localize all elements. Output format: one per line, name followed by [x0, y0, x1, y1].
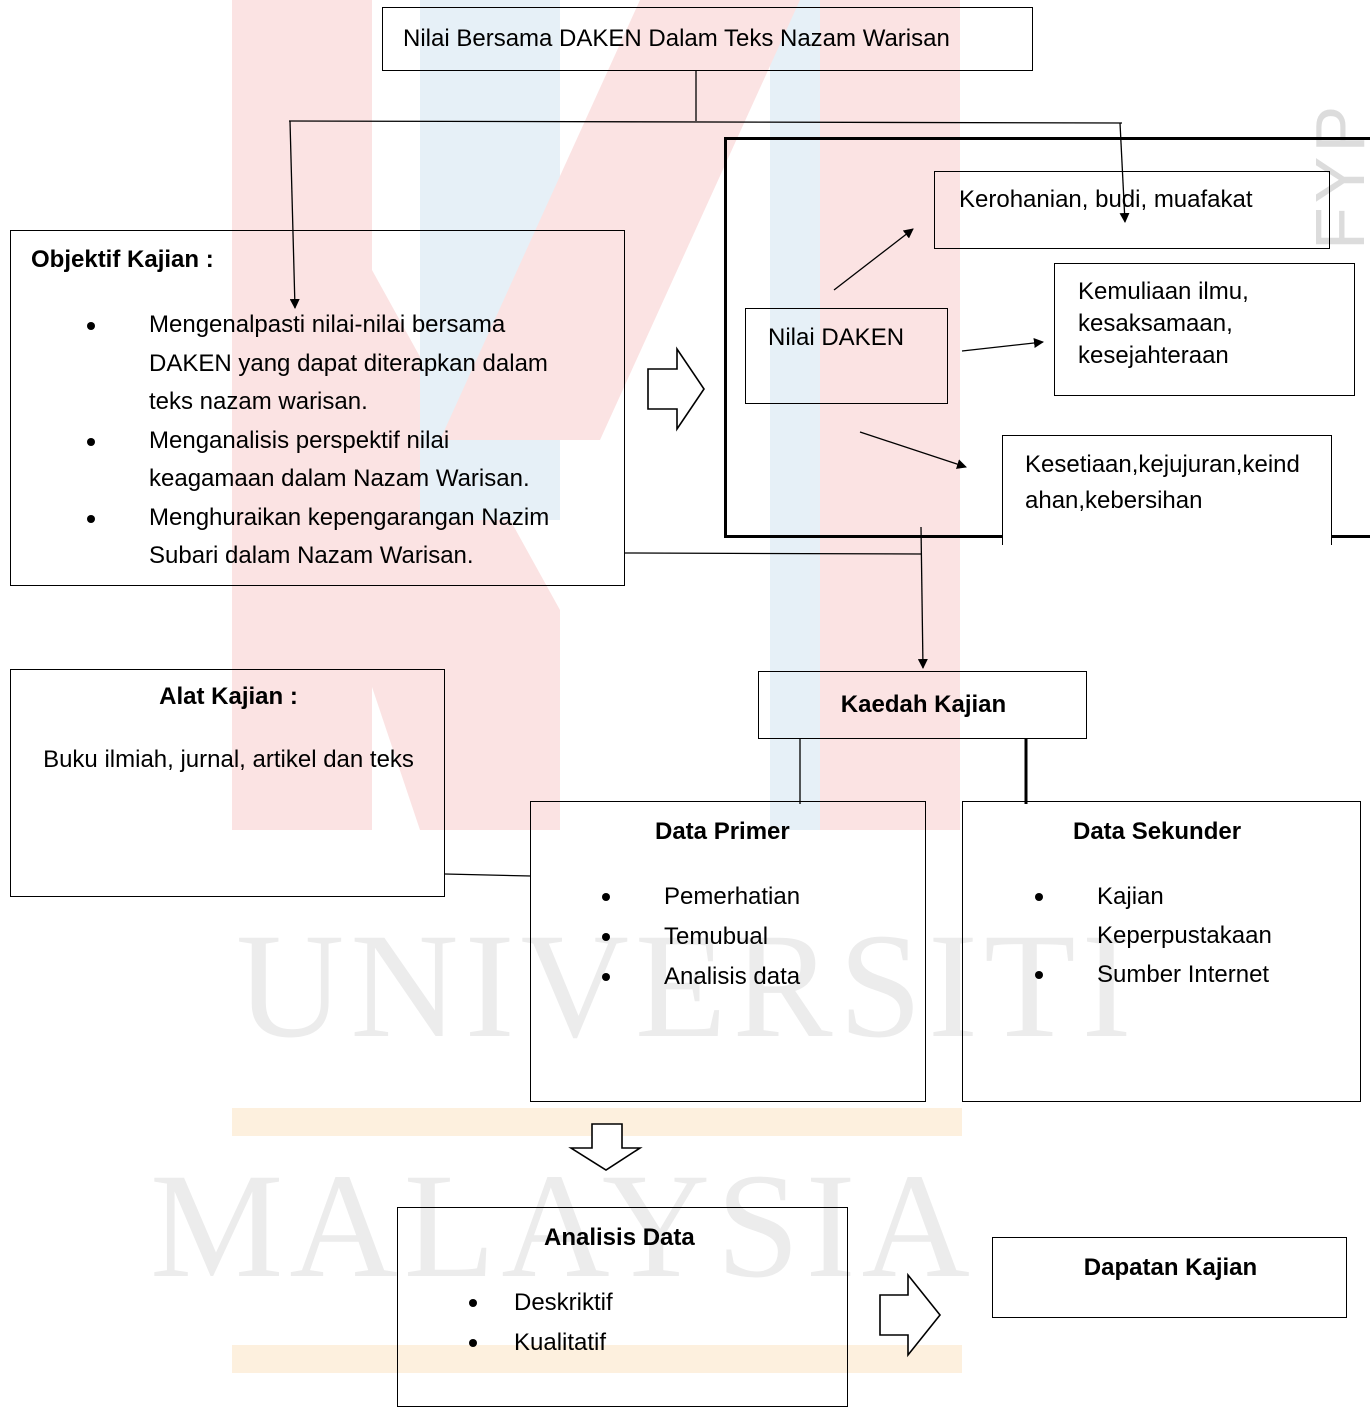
analisis-heading: Analisis Data — [544, 1224, 695, 1251]
primer-box: Data Primer Pemerhatian Temubual Analisi… — [530, 801, 926, 1102]
arrow-nilai-to-bottom — [859, 431, 967, 469]
kaedah-box: Kaedah Kajian — [758, 671, 1087, 739]
alat-text: Buku ilmiah, jurnal, artikel dan teks — [43, 746, 414, 773]
sekunder-box: Data Sekunder Kajian Keperpustakaan Sumb… — [962, 801, 1361, 1102]
list-item: Menghuraikan kepengarangan Nazim Subari … — [87, 499, 577, 576]
watermark-text-universiti: UNIVERSITI — [236, 903, 1138, 1069]
analisis-box: Analisis Data Deskriktif Kualitatif — [397, 1207, 848, 1407]
split-line — [288, 120, 1123, 124]
alat-to-primer — [444, 873, 532, 877]
nilai-middle-text: Kemuliaan ilmu, kesaksamaan, kesejahtera… — [1078, 278, 1249, 369]
objektif-link — [624, 552, 922, 555]
dapatan-box: Dapatan Kajian — [992, 1237, 1347, 1318]
alat-heading: Alat Kajian : — [159, 683, 298, 710]
nilai-middle-box: Kemuliaan ilmu, kesaksamaan, kesejahtera… — [1054, 263, 1355, 396]
objektif-list: Mengenalpasti nilai-nilai bersama DAKEN … — [87, 306, 577, 576]
block-arrow-right-1 — [647, 346, 705, 432]
block-arrow-right-2 — [879, 1272, 942, 1358]
title-box: Nilai Bersama DAKEN Dalam Teks Nazam War… — [382, 7, 1033, 71]
kaedah-text: Kaedah Kajian — [840, 691, 1007, 718]
nilai-center-text: Nilai DAKEN — [768, 324, 905, 351]
list-item: Analisis data — [602, 957, 902, 997]
alat-box: Alat Kajian : Buku ilmiah, jurnal, artik… — [10, 669, 445, 897]
primer-list: Pemerhatian Temubual Analisis data — [602, 877, 902, 997]
list-item: Menganalisis perspektif nilai keagamaan … — [87, 422, 577, 499]
list-item: Mengenalpasti nilai-nilai bersama DAKEN … — [87, 306, 577, 422]
arrow-nilai-to-middle — [961, 338, 1044, 352]
nilai-top-box: Kerohanian, budi, muafakat — [934, 171, 1330, 249]
analisis-list: Deskriktif Kualitatif — [469, 1283, 769, 1363]
list-item: Kualitatif — [469, 1323, 769, 1363]
arrow-to-kaedah — [917, 526, 928, 669]
list-item: Temubual — [602, 917, 902, 957]
arrow-to-objektif — [289, 120, 300, 309]
objektif-heading: Objektif Kajian : — [31, 246, 214, 273]
list-item: Sumber Internet — [1035, 955, 1295, 994]
primer-heading: Data Primer — [655, 818, 790, 845]
list-item: Deskriktif — [469, 1283, 769, 1323]
sekunder-heading: Data Sekunder — [1073, 818, 1242, 845]
dapatan-text: Dapatan Kajian — [1083, 1254, 1258, 1281]
block-arrow-down — [568, 1123, 643, 1171]
sekunder-list: Kajian Keperpustakaan Sumber Internet — [1035, 877, 1295, 994]
arrow-nilai-to-top — [833, 228, 914, 291]
nilai-top-text: Kerohanian, budi, muafakat — [959, 186, 1253, 213]
objektif-box: Objektif Kajian : Mengenalpasti nilai-ni… — [10, 230, 625, 586]
list-item: Pemerhatian — [602, 877, 902, 917]
list-item: Kajian Keperpustakaan — [1035, 877, 1297, 955]
watermark-text-malaysia: MALAYSIA — [150, 1143, 976, 1309]
nilai-center-box: Nilai DAKEN — [745, 308, 948, 404]
nilai-bottom-text: Kesetiaan,kejujuran,keindahan,kebersihan — [1025, 451, 1300, 514]
title-text: Nilai Bersama DAKEN Dalam Teks Nazam War… — [403, 25, 950, 52]
nilai-bottom-box: Kesetiaan,kejujuran,keindahan,kebersihan — [1002, 435, 1332, 545]
